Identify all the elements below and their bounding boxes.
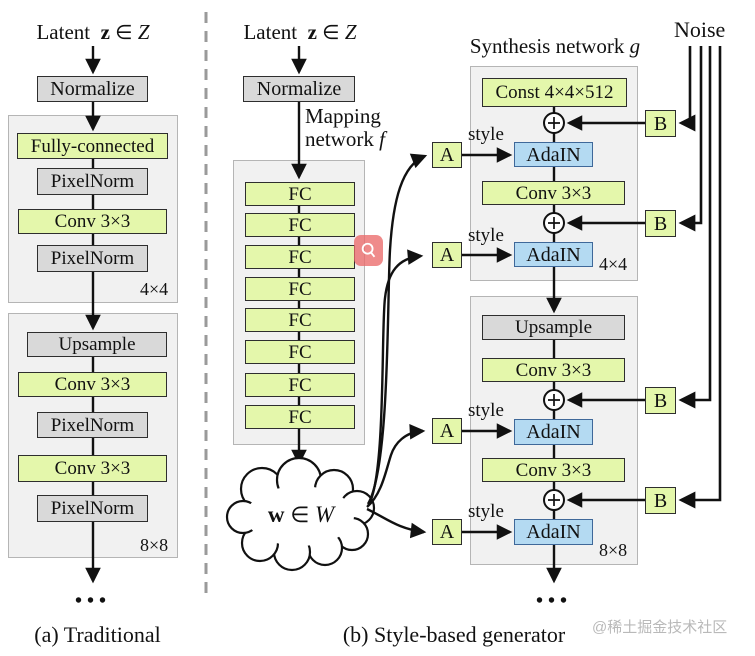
resolution-label-8x8: 8×8 <box>599 540 628 560</box>
pixelnorm-box: PixelNorm <box>37 412 148 438</box>
style-label: style <box>468 400 504 421</box>
latent-word: Latent <box>36 20 91 44</box>
latent-word: Latent <box>243 20 298 44</box>
magnifier-icon[interactable] <box>354 235 383 266</box>
style-input-arrows <box>462 147 513 540</box>
caption-style-based: (b) Style-based generator <box>342 622 566 647</box>
adain-box-4: AdaIN <box>514 519 593 545</box>
caption-traditional: (a) Traditional <box>34 622 161 647</box>
noise-inject-arrows <box>566 115 645 508</box>
fc-box-2: FC <box>245 213 355 237</box>
style-label: style <box>468 225 504 246</box>
magnifier-glyph <box>361 242 375 257</box>
fully-connected-box: Fully-connected <box>17 133 168 159</box>
resolution-label-4x4: 4×4 <box>140 279 169 299</box>
fc-box-5: FC <box>245 308 355 332</box>
synthesis-var-g: g <box>629 34 641 58</box>
latent-var-z: z <box>100 20 110 44</box>
latent-var-z: z <box>307 20 317 44</box>
affine-A-box-1: A <box>432 142 462 168</box>
conv3x3-box: Conv 3×3 <box>482 458 625 482</box>
latent-space-Z: Z <box>344 20 357 44</box>
latent-space-Z: Z <box>137 20 150 44</box>
upsample-box: Upsample <box>482 315 625 340</box>
affine-A-box-4: A <box>432 519 462 545</box>
watermark: @稀土掘金技术社区 <box>592 619 728 636</box>
conv3x3-box: Conv 3×3 <box>482 181 625 205</box>
latent-label-b: Latent z ∈ Z <box>222 20 378 45</box>
const-input-box: Const 4×4×512 <box>482 78 627 107</box>
upsample-box: Upsample <box>27 332 167 357</box>
style-label: style <box>468 124 504 145</box>
fc-box-1: FC <box>245 182 355 206</box>
noise-B-box-2: B <box>645 210 676 237</box>
resolution-label-4x4: 4×4 <box>599 254 628 274</box>
normalize-box-a: Normalize <box>37 76 148 102</box>
ellipsis-dots-a: ••• <box>74 590 111 612</box>
pixelnorm-box: PixelNorm <box>37 245 148 272</box>
mapping-var-f: f <box>379 127 385 151</box>
latent-w-cloud-shape <box>225 456 376 572</box>
noise-label: Noise <box>674 17 726 42</box>
conv3x3-box: Conv 3×3 <box>18 209 167 234</box>
normalize-box-b: Normalize <box>243 76 355 102</box>
noise-B-box-3: B <box>645 387 676 414</box>
latent-space-W: W <box>314 502 335 527</box>
add-noise-op-icons <box>543 112 565 511</box>
adain-box-3: AdaIN <box>514 419 593 445</box>
pixelnorm-box: PixelNorm <box>37 168 148 195</box>
ellipsis-dots-b: ••• <box>535 590 572 612</box>
style-broadcast-arrows <box>366 153 428 539</box>
conv3x3-box: Conv 3×3 <box>18 372 167 397</box>
pixelnorm-box: PixelNorm <box>37 495 148 522</box>
noise-B-box-4: B <box>645 487 676 514</box>
conv3x3-box: Conv 3×3 <box>482 358 625 382</box>
noise-B-box-1: B <box>645 110 676 137</box>
affine-A-box-2: A <box>432 242 462 268</box>
adain-box-2: AdaIN <box>514 242 593 267</box>
latent-var-w: w <box>267 502 285 527</box>
synthesis-network-title: Synthesis network g <box>469 34 641 58</box>
fc-box-4: FC <box>245 277 355 301</box>
element-of-symbol: ∈ <box>290 503 310 528</box>
style-label: style <box>468 501 504 522</box>
noise-source-lines <box>678 46 722 509</box>
fc-box-7: FC <box>245 373 355 397</box>
adain-box-1: AdaIN <box>514 142 593 167</box>
fc-box-8: FC <box>245 405 355 429</box>
mapping-network-label: Mapping network f <box>305 104 385 151</box>
element-of-symbol: ∈ <box>115 20 133 44</box>
element-of-symbol: ∈ <box>322 20 340 44</box>
conv3x3-box: Conv 3×3 <box>18 455 167 482</box>
latent-w-label: w ∈ W <box>240 502 362 528</box>
resolution-label-8x8: 8×8 <box>140 535 169 555</box>
latent-label-a: Latent z ∈ Z <box>10 20 176 45</box>
fc-box-6: FC <box>245 340 355 364</box>
fc-box-3: FC <box>245 245 355 269</box>
affine-A-box-3: A <box>432 418 462 444</box>
